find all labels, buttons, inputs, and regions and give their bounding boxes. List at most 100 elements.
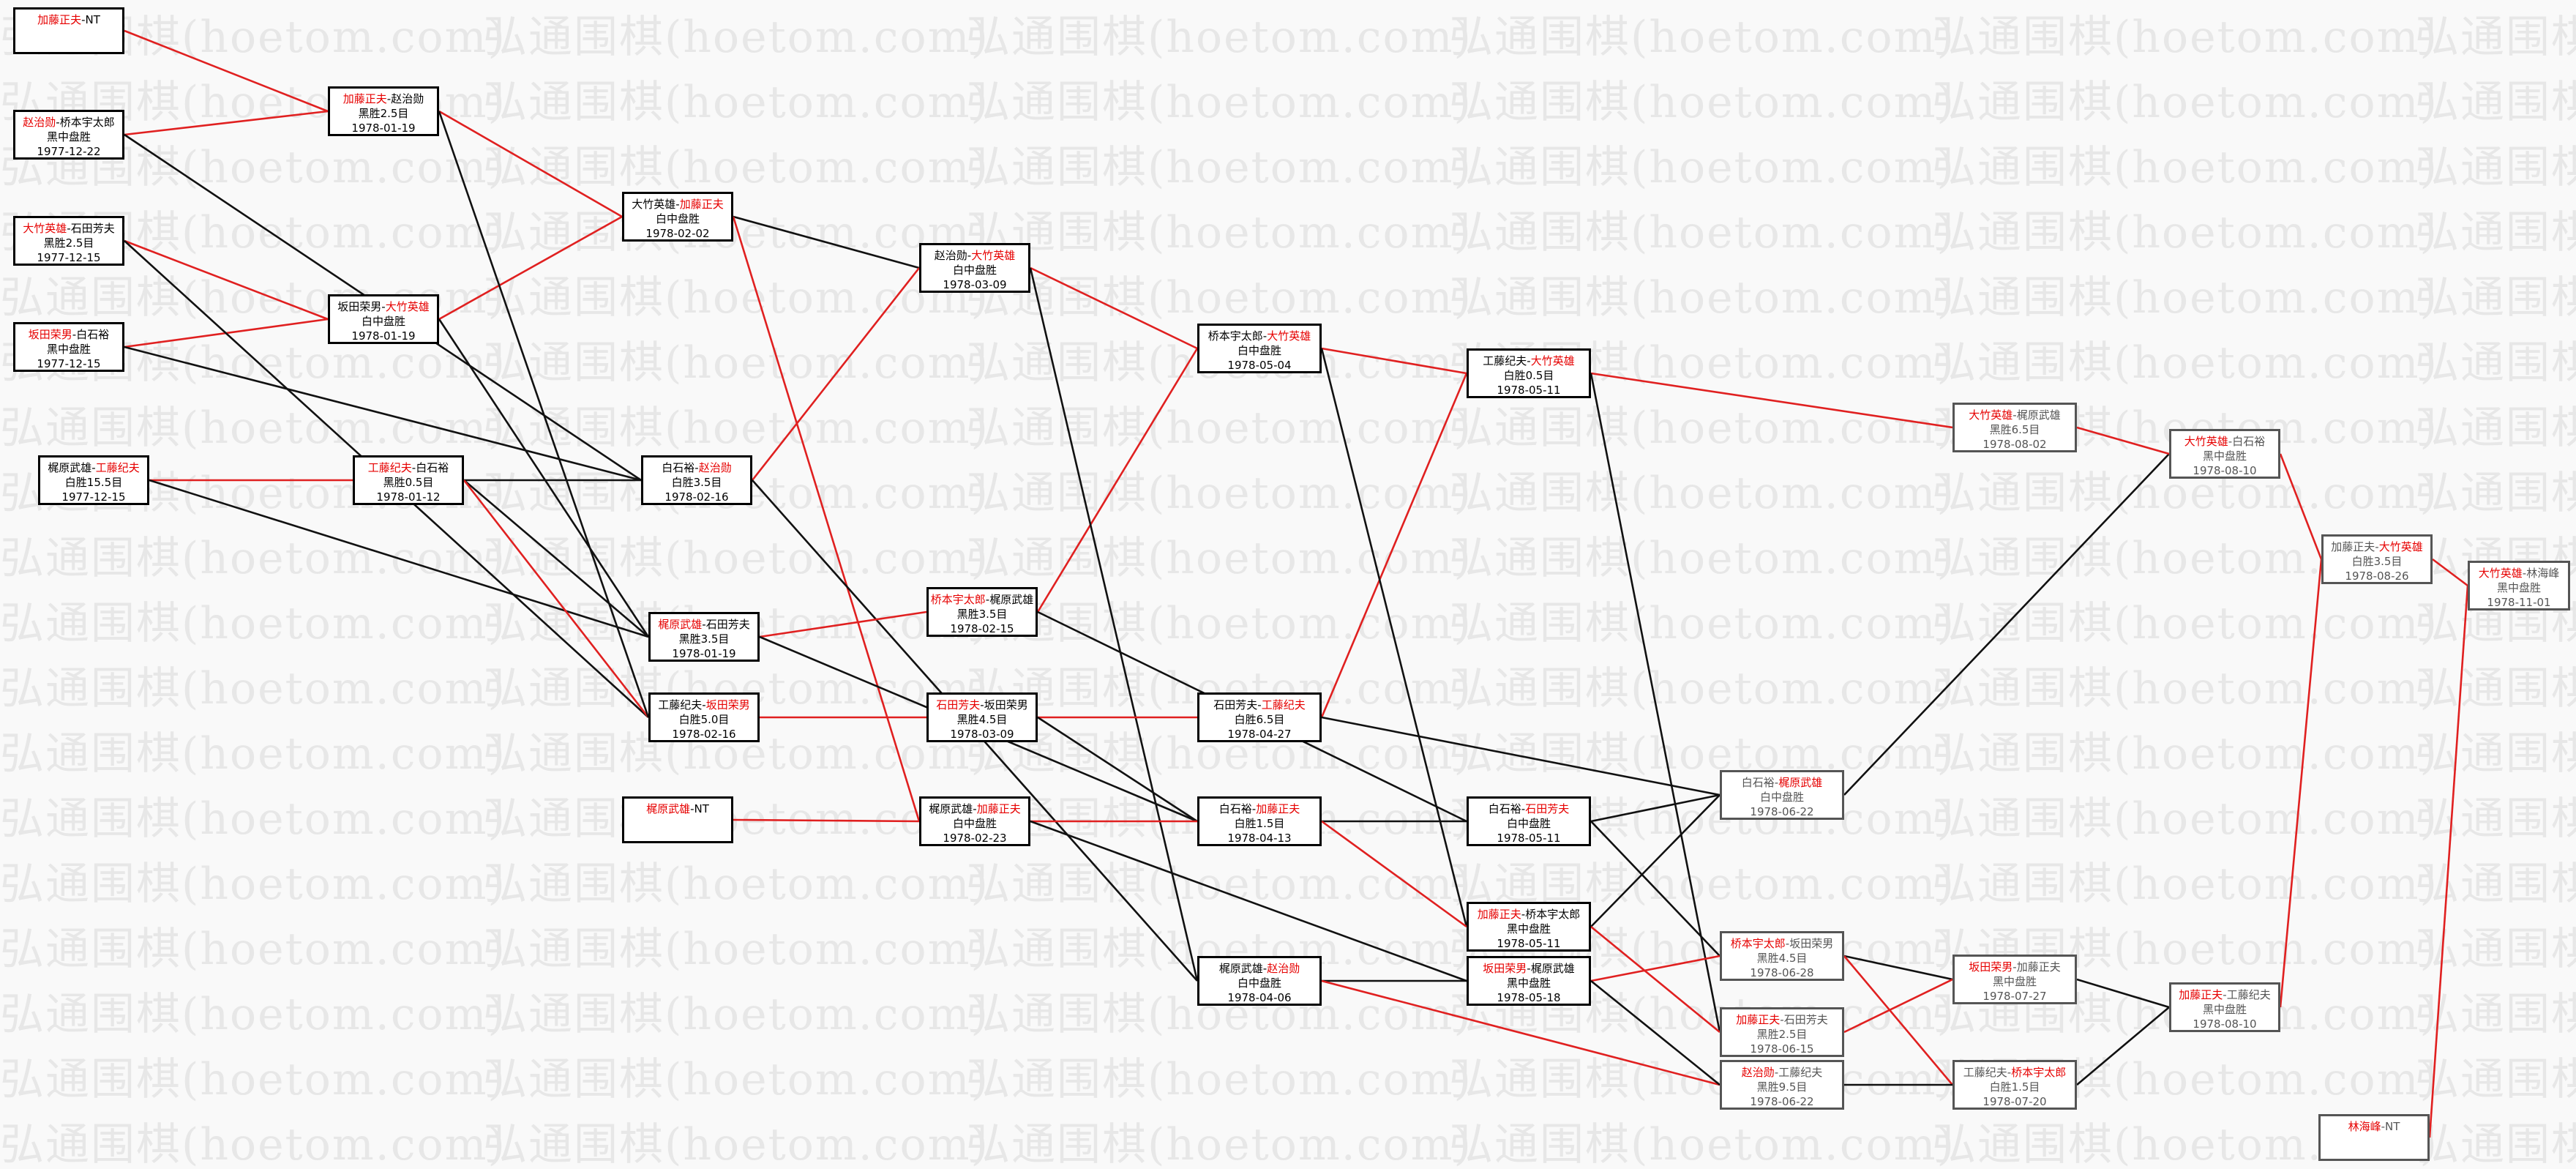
game-players: 加藤正夫-大竹英雄 <box>2324 539 2430 554</box>
game-result: 白中盘胜 <box>1759 791 1804 804</box>
watermark-text: 弘通围棋(hoetom.com) <box>2415 1119 2576 1169</box>
watermark-text: 弘通围棋(hoetom.com) <box>2415 337 2576 389</box>
bracket-link <box>438 215 623 321</box>
game-date: 1978-07-20 <box>1982 1095 2047 1108</box>
watermark-text: 弘通围棋(hoetom.com) <box>2415 663 2576 714</box>
watermark-text: 弘通围棋(hoetom.com) <box>1932 728 2438 780</box>
player-black: 梶原武雄 <box>1218 962 1263 975</box>
game-result: 黑胜0.5目 <box>383 476 434 489</box>
watermark-text: 弘通围棋(hoetom.com) <box>483 924 989 975</box>
player-white: 工藤纪夫 <box>1778 1066 1823 1079</box>
game-result: 白胜0.5目 <box>1503 369 1554 382</box>
player-black: 梶原武雄 <box>929 802 973 815</box>
game-players: 石田芳夫-坂田荣男 <box>929 698 1036 712</box>
player-black: 桥本宇太郎 <box>1730 937 1786 950</box>
game-date: 1978-08-10 <box>2193 464 2257 477</box>
separator: - <box>1251 802 1257 815</box>
watermark-text: 弘通围棋(hoetom.com) <box>483 1119 989 1169</box>
game-players: 坂田荣男-加藤正夫 <box>1955 960 2075 974</box>
watermark-text: 弘通围棋(hoetom.com) <box>483 403 989 454</box>
player-white: NT <box>85 13 100 26</box>
watermark-text: 弘通围棋(hoetom.com) <box>0 859 506 910</box>
player-white: 赵治勋 <box>698 461 732 474</box>
player-black: 大竹英雄 <box>23 222 67 235</box>
bracket-link <box>2076 978 2170 1009</box>
game-players: 大竹英雄-白石裕 <box>2171 434 2278 449</box>
separator: - <box>386 92 392 105</box>
watermark-text: 弘通围棋(hoetom.com) <box>1449 533 1955 584</box>
game-box[interactable]: 加藤正夫-NT <box>13 7 124 54</box>
game-players: 坂田荣男-大竹英雄 <box>330 299 437 314</box>
watermark-text: 弘通围棋(hoetom.com) <box>1932 272 2438 324</box>
player-white: 大竹英雄 <box>971 249 1016 262</box>
bracket-link <box>124 346 642 482</box>
game-players: 白石裕-石田芳夫 <box>1469 802 1589 816</box>
separator: - <box>675 198 680 211</box>
player-black: 大竹英雄 <box>2184 435 2228 448</box>
game-box[interactable]: 林海峰-NT <box>2318 1114 2430 1161</box>
watermark-text: 弘通围棋(hoetom.com) <box>2415 77 2576 128</box>
game-result: 白胜6.5目 <box>1234 713 1285 726</box>
player-white: 桥本宇太郎 <box>1525 908 1581 921</box>
game-result: 白胜5.0目 <box>678 713 730 726</box>
separator: - <box>91 461 96 474</box>
watermark-text: 弘通围棋(hoetom.com) <box>483 533 989 584</box>
separator: - <box>1774 1066 1779 1079</box>
watermark-text: 弘通围棋(hoetom.com) <box>1449 728 1955 780</box>
watermark-text: 弘通围棋(hoetom.com) <box>2415 403 2576 454</box>
player-white: NT <box>2385 1120 2400 1133</box>
bracket-link <box>2432 558 2468 587</box>
game-players: 赵治勋-桥本宇太郎 <box>15 115 122 130</box>
player-black: 工藤纪夫 <box>658 698 703 712</box>
game-date: 1978-06-22 <box>1750 1095 1814 1108</box>
game-players: 大竹英雄-加藤正夫 <box>624 197 731 212</box>
player-white: 白石裕 <box>416 461 449 474</box>
game-players: 梶原武雄-加藤正夫 <box>921 802 1028 816</box>
player-black: 林海峰 <box>2348 1120 2381 1133</box>
watermark-text: 弘通围棋(hoetom.com) <box>1449 142 1955 193</box>
game-result: 黑中盘胜 <box>46 343 91 356</box>
game-box[interactable]: 梶原武雄-NT <box>622 796 733 843</box>
game-result: 黑胜4.5目 <box>1756 952 1808 965</box>
player-black: 加藤正夫 <box>1736 1013 1781 1026</box>
separator: - <box>1521 908 1526 921</box>
game-result: 白胜15.5目 <box>64 476 123 489</box>
game-players: 林海峰-NT <box>2321 1119 2427 1134</box>
separator: - <box>702 618 706 631</box>
bracket-link <box>124 110 329 136</box>
